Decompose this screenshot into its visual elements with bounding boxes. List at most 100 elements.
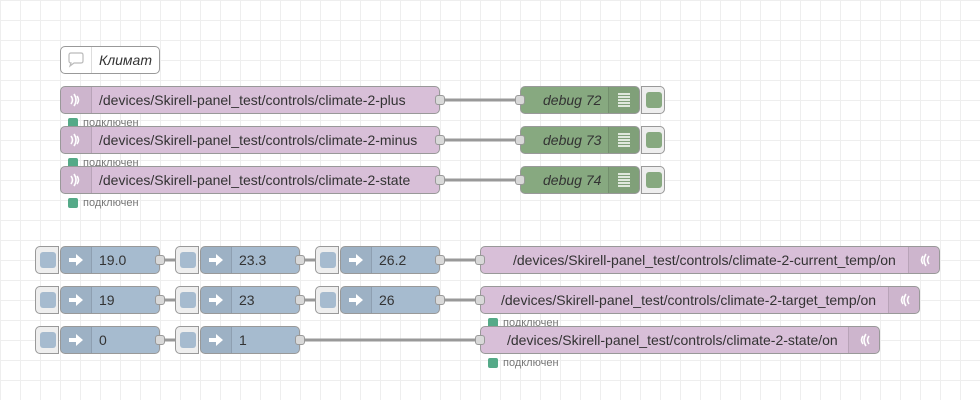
arrow-in-icon xyxy=(61,287,92,313)
output-port[interactable] xyxy=(435,295,445,305)
toggle-indicator xyxy=(646,172,662,188)
output-port[interactable] xyxy=(435,175,445,185)
inject-value: 23.3 xyxy=(239,252,267,268)
debug-list-icon xyxy=(608,127,639,153)
inject-trigger-indicator xyxy=(180,332,196,348)
mqtt-out-node[interactable]: /devices/Skirell-panel_test/controls/cli… xyxy=(475,326,880,354)
inject-trigger-button[interactable] xyxy=(175,286,199,314)
mqtt-in-node[interactable]: /devices/Skirell-panel_test/controls/cli… xyxy=(60,86,445,114)
bridge-icon xyxy=(888,287,919,313)
mqtt-topic-label: /devices/Skirell-panel_test/controls/cli… xyxy=(501,292,877,308)
debug-node[interactable]: debug 74 xyxy=(515,166,640,194)
inject-node[interactable]: 26 xyxy=(340,286,445,314)
mqtt-in-node[interactable]: /devices/Skirell-panel_test/controls/cli… xyxy=(60,126,445,154)
debug-toggle-button[interactable] xyxy=(641,86,665,114)
mqtt-topic-label: /devices/Skirell-panel_test/controls/cli… xyxy=(99,92,406,108)
inject-trigger-indicator xyxy=(320,252,336,268)
inject-node[interactable]: 23 xyxy=(200,286,305,314)
output-port[interactable] xyxy=(435,135,445,145)
inject-trigger-indicator xyxy=(40,332,56,348)
output-port[interactable] xyxy=(435,255,445,265)
bridge-icon xyxy=(848,327,879,353)
inject-value: 1 xyxy=(239,332,247,348)
inject-node[interactable]: 19 xyxy=(60,286,165,314)
output-port[interactable] xyxy=(155,295,165,305)
debug-toggle-button[interactable] xyxy=(641,166,665,194)
inject-value: 26.2 xyxy=(379,252,407,268)
inject-node[interactable]: 1 xyxy=(200,326,305,354)
arrow-in-icon xyxy=(201,247,232,273)
comment-label: Климат xyxy=(99,52,152,68)
arrow-in-icon xyxy=(341,247,372,273)
inject-trigger-indicator xyxy=(180,252,196,268)
debug-node[interactable]: debug 73 xyxy=(515,126,640,154)
debug-node[interactable]: debug 72 xyxy=(515,86,640,114)
output-port[interactable] xyxy=(435,95,445,105)
status-dot xyxy=(68,198,78,208)
inject-value: 26 xyxy=(379,292,395,308)
arrow-in-icon xyxy=(201,287,232,313)
arrow-in-icon xyxy=(201,327,232,353)
debug-toggle-button[interactable] xyxy=(641,126,665,154)
arrow-in-icon xyxy=(61,327,92,353)
mqtt-topic-label: /devices/Skirell-panel_test/controls/cli… xyxy=(507,332,838,348)
inject-trigger-button[interactable] xyxy=(175,326,199,354)
input-port[interactable] xyxy=(475,295,485,305)
status-text: подключен xyxy=(83,197,139,209)
inject-trigger-button[interactable] xyxy=(35,326,59,354)
mqtt-out-node[interactable]: /devices/Skirell-panel_test/controls/cli… xyxy=(475,246,940,274)
inject-node[interactable]: 0 xyxy=(60,326,165,354)
mqtt-in-node[interactable]: /devices/Skirell-panel_test/controls/cli… xyxy=(60,166,445,194)
status-text: подключен xyxy=(503,357,559,369)
toggle-indicator xyxy=(646,132,662,148)
output-port[interactable] xyxy=(295,295,305,305)
inject-trigger-indicator xyxy=(40,252,56,268)
toggle-indicator xyxy=(646,92,662,108)
inject-node[interactable]: 26.2 xyxy=(340,246,445,274)
input-port[interactable] xyxy=(475,255,485,265)
bridge-icon xyxy=(61,127,92,153)
inject-trigger-button[interactable] xyxy=(315,286,339,314)
inject-node[interactable]: 19.0 xyxy=(60,246,165,274)
status-dot xyxy=(488,358,498,368)
output-port[interactable] xyxy=(155,335,165,345)
output-port[interactable] xyxy=(155,255,165,265)
inject-value: 19.0 xyxy=(99,252,127,268)
debug-label: debug 73 xyxy=(543,132,602,148)
mqtt-topic-label: /devices/Skirell-panel_test/controls/cli… xyxy=(513,252,896,268)
debug-label: debug 72 xyxy=(543,92,602,108)
inject-value: 0 xyxy=(99,332,107,348)
mqtt-topic-label: /devices/Skirell-panel_test/controls/cli… xyxy=(99,172,411,188)
inject-trigger-button[interactable] xyxy=(35,286,59,314)
input-port[interactable] xyxy=(515,95,525,105)
debug-list-icon xyxy=(608,87,639,113)
comment-node[interactable]: Климат xyxy=(60,46,160,74)
mqtt-out-node[interactable]: /devices/Skirell-panel_test/controls/cli… xyxy=(475,286,920,314)
inject-trigger-indicator xyxy=(320,292,336,308)
bridge-icon xyxy=(61,87,92,113)
mqtt-topic-label: /devices/Skirell-panel_test/controls/cli… xyxy=(99,132,418,148)
inject-trigger-button[interactable] xyxy=(315,246,339,274)
inject-trigger-indicator xyxy=(40,292,56,308)
inject-value: 19 xyxy=(99,292,115,308)
input-port[interactable] xyxy=(515,135,525,145)
input-port[interactable] xyxy=(515,175,525,185)
bridge-icon xyxy=(908,247,939,273)
output-port[interactable] xyxy=(295,335,305,345)
inject-node[interactable]: 23.3 xyxy=(200,246,305,274)
debug-list-icon xyxy=(608,167,639,193)
status-dot xyxy=(488,318,498,328)
status-dot xyxy=(68,118,78,128)
output-port[interactable] xyxy=(295,255,305,265)
inject-trigger-button[interactable] xyxy=(35,246,59,274)
status-dot xyxy=(68,158,78,168)
input-port[interactable] xyxy=(475,335,485,345)
inject-trigger-button[interactable] xyxy=(175,246,199,274)
bridge-icon xyxy=(61,167,92,193)
inject-value: 23 xyxy=(239,292,255,308)
arrow-in-icon xyxy=(61,247,92,273)
comment-icon xyxy=(61,47,92,73)
inject-trigger-indicator xyxy=(180,292,196,308)
